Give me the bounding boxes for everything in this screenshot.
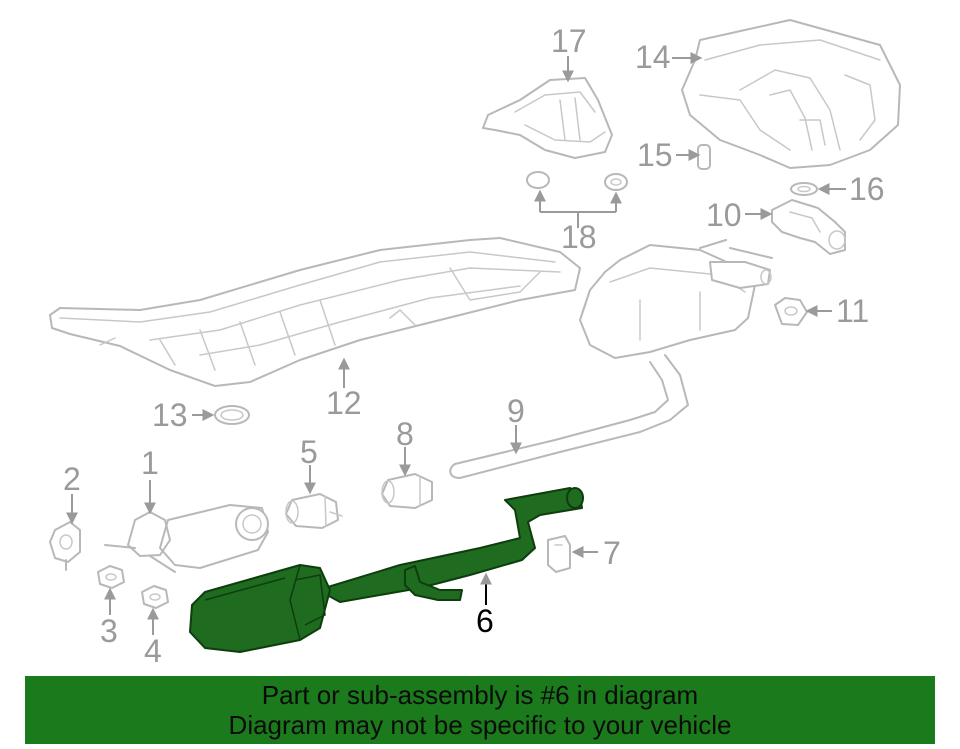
grommet-part-18[interactable]	[526, 171, 628, 191]
rear-muffler-part-9[interactable]	[579, 239, 773, 359]
heat-shield-part-12[interactable]	[49, 237, 581, 387]
callout-14: 14	[635, 39, 671, 75]
heat-shield-part-17[interactable]	[482, 77, 613, 159]
converter-part-1[interactable]	[104, 504, 269, 573]
callout-8: 8	[396, 416, 414, 452]
muffler-assembly-part-6[interactable]	[189, 487, 584, 653]
callout-5: 5	[300, 434, 318, 470]
callout-13: 13	[152, 397, 188, 433]
callout-7: 7	[603, 535, 621, 571]
callout-17: 17	[551, 23, 587, 59]
leader-arrows	[66, 52, 846, 635]
stud-part-15[interactable]	[697, 144, 711, 170]
heat-shield-part-14[interactable]	[681, 19, 901, 169]
callout-18: 18	[561, 219, 597, 255]
nut-part-3[interactable]	[97, 565, 125, 589]
notice-banner: Part or sub-assembly is #6 in diagram Di…	[25, 676, 935, 744]
washer-part-16[interactable]	[790, 182, 818, 196]
clamp-part-8[interactable]	[381, 473, 433, 509]
callout-10: 10	[706, 197, 742, 233]
insulator-part-7[interactable]	[547, 535, 571, 573]
callout-2: 2	[63, 461, 81, 497]
callout-12: 12	[326, 385, 362, 421]
nut-part-11[interactable]	[774, 297, 808, 326]
callout-3: 3	[100, 613, 118, 649]
callout-15: 15	[637, 137, 673, 173]
intermediate-pipe-part-9[interactable]	[449, 354, 689, 479]
banner-line-part-number: Part or sub-assembly is #6 in diagram	[261, 680, 699, 710]
callout-1: 1	[141, 445, 159, 481]
nut-part-4[interactable]	[141, 585, 169, 609]
callout-16: 16	[849, 171, 885, 207]
callout-6: 6	[476, 603, 494, 639]
hanger-part-2[interactable]	[49, 521, 81, 571]
gasket-part-13[interactable]	[214, 405, 250, 425]
callout-9: 9	[507, 393, 525, 429]
hanger-part-10[interactable]	[771, 199, 846, 255]
clamp-part-5[interactable]	[285, 493, 343, 529]
banner-line-disclaimer: Diagram may not be specific to your vehi…	[228, 710, 732, 740]
callout-11: 11	[836, 293, 869, 329]
callout-4: 4	[144, 633, 162, 669]
callout-labels: 1 2 3 4 5 6 7 8 9 10 11 12 13 14 15 16 1…	[63, 23, 885, 669]
